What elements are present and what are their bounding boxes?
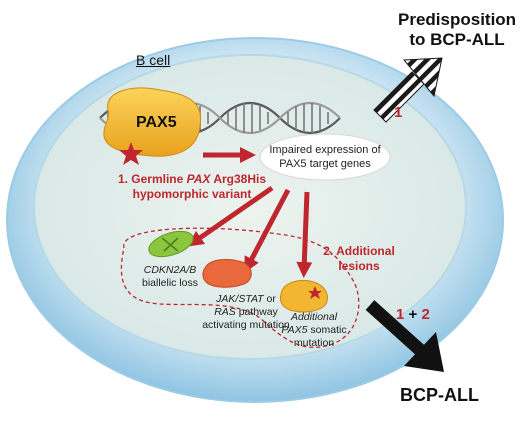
target-genes-text: Impaired expression of PAX5 target genes [260, 143, 390, 171]
outcome-arrow [365, 300, 444, 372]
arrow-label-1: 1 [394, 104, 403, 121]
variant-star-icon [119, 142, 143, 165]
predisposition-line2: to BCP-ALL [409, 30, 505, 49]
pax5-gene-label: PAX5 [136, 114, 177, 131]
arrow-to-pax5-mutation [296, 191, 313, 278]
germline-suffix: Arg38His [210, 172, 267, 186]
arrow-to-jak [244, 188, 291, 274]
predisposition-label: Predisposition to BCP-ALL [398, 10, 516, 50]
pax5-somatic-rest: somatic [307, 324, 347, 336]
target-genes-box [259, 133, 391, 181]
germline-gene: PAX [186, 172, 211, 186]
jak-line3: activating mutation [202, 319, 290, 331]
pax5-protein [103, 87, 202, 157]
target-genes-line1: Impaired expression of [269, 144, 381, 156]
pax5-somatic-label: Additional PAX5 somatic mutation [276, 311, 352, 350]
additional-line2: lesions [338, 259, 380, 273]
jak-ras-label: JAK/STAT or RAS pathway activating mutat… [196, 293, 296, 332]
ras-gene: RAS [214, 306, 236, 318]
germline-label: 1. Germline PAX Arg38His hypomorphic var… [116, 172, 268, 202]
jak-gene: JAK/STAT [216, 293, 264, 305]
lesions-region [120, 227, 360, 348]
pax5-somatic-line3: mutation [293, 337, 335, 349]
combo-plus: + [404, 306, 422, 323]
germline-line1: 1. Germline PAX Arg38His [116, 172, 268, 187]
pax5-somatic-lesion [279, 280, 328, 313]
cdkn2a-line2: biallelic loss [141, 277, 199, 289]
germline-line2: hypomorphic variant [132, 187, 252, 201]
predisposition-arrow [373, 57, 443, 123]
cdkn2a-lesion [148, 230, 194, 258]
cell-label: B cell [136, 52, 171, 68]
additional-line1: 2. Additional [323, 244, 395, 258]
jak-mid: or [263, 293, 276, 305]
arrow-to-cdkn2a [187, 185, 274, 247]
predisposition-line1: Predisposition [398, 10, 517, 29]
additional-lesions-label: 2. Additional lesions [314, 244, 404, 274]
germline-prefix: 1. Germline [117, 172, 187, 186]
jak-ras-lesion [202, 259, 252, 288]
arrow-label-combined: 1 + 2 [396, 306, 430, 323]
pax5-somatic-gene: PAX5 [281, 324, 308, 336]
cdkn2a-gene: CDKN2A/B [143, 264, 197, 276]
combo-b: 2 [421, 306, 430, 323]
combo-a: 1 [396, 306, 405, 323]
pax5-somatic-word1: Additional [290, 311, 338, 323]
target-genes-line2: PAX5 target genes [279, 158, 371, 170]
cdkn2a-label: CDKN2A/B biallelic loss [128, 264, 212, 290]
ras-rest: pathway [235, 306, 278, 318]
outcome-label: BCP-ALL [400, 385, 479, 405]
